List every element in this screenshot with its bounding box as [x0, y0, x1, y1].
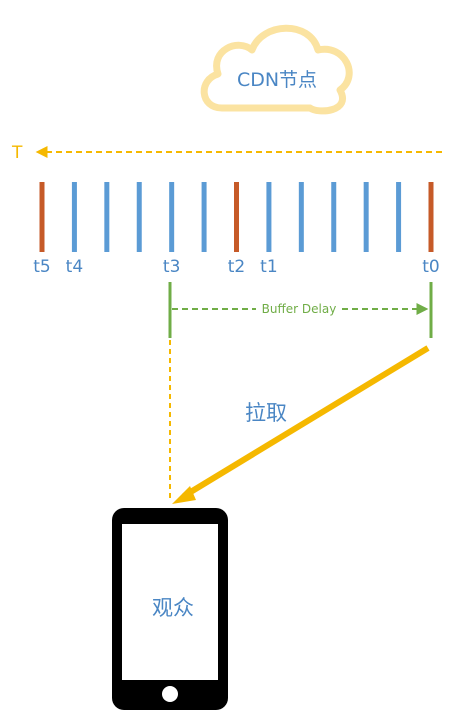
- frame-tick-label: t3: [163, 257, 180, 277]
- frame-ticks: t5 t4 t3 t2 t1 t0: [33, 182, 440, 277]
- pull-label: 拉取: [245, 401, 287, 425]
- buffer-delay: Buffer Delay: [168, 282, 433, 338]
- phone-screen: [122, 524, 218, 680]
- phone-label: 观众: [152, 596, 194, 620]
- viewer-phone: 观众: [112, 508, 228, 710]
- pull-arrow: 拉取: [172, 345, 430, 504]
- cloud-label: CDN节点: [237, 69, 317, 91]
- cdn-node-cloud: CDN节点: [200, 24, 353, 115]
- time-axis-label: T: [11, 143, 23, 163]
- frame-tick-label: t1: [260, 257, 277, 277]
- pull-arrow-head: [172, 486, 196, 504]
- buffer-label-bg: [256, 299, 342, 317]
- frame-tick-label: t5: [33, 257, 50, 277]
- frame-tick-label: t2: [228, 257, 245, 277]
- time-axis: T: [11, 143, 442, 163]
- frame-tick-label: t0: [422, 257, 439, 277]
- frame-tick-label: t4: [66, 257, 83, 277]
- phone-home-button: [162, 686, 178, 702]
- buffer-label: Buffer Delay: [262, 302, 337, 316]
- pull-arrow-line: [182, 345, 430, 499]
- cloud-icon: [200, 24, 353, 115]
